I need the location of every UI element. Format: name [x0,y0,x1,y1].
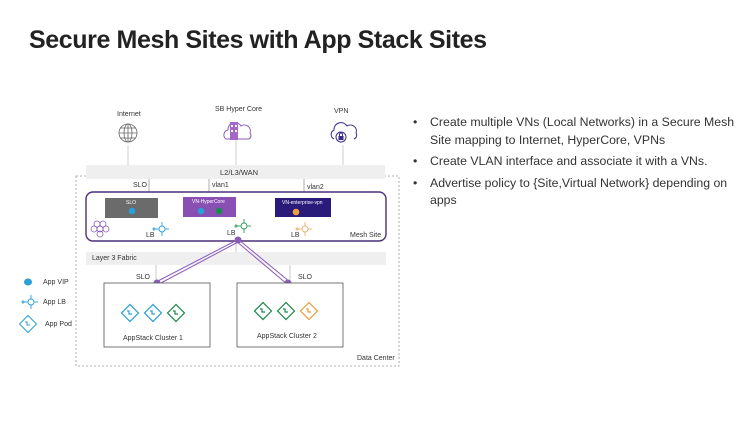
bullet-list: • Create multiple VNs (Local Networks) in… [413,114,748,214]
wan-bar-label: L2/L3/WAN [220,168,259,177]
app-vip-icon [197,207,205,215]
bullet-text: Create multiple VNs (Local Networks) in … [430,115,735,147]
mesh-site-label: Mesh Site [350,232,382,239]
app-lb-icon [295,222,312,236]
cloud-lock-icon [330,122,358,143]
cloud-building-icon [223,122,252,140]
app-pod-icon [276,301,296,321]
vlan2-label: vlan2 [307,184,324,191]
app-vip-icon [215,207,223,215]
app-vip-icon [24,278,32,286]
legend-app-pod: App Pod [45,321,72,328]
bullet-marker: • [413,175,418,190]
lb-label: LB [227,230,236,237]
bullet-item: • Advertise policy to {Site,Virtual Netwo… [413,175,748,210]
cluster2-label: AppStack Cluster 2 [257,333,317,340]
app-pod-icon [166,303,186,323]
bullet-text: Advertise policy to {Site,Virtual Networ… [430,175,728,208]
app-lb-icon [234,219,251,233]
app-lb-icon [152,222,169,236]
cluster1-slo-label: SLO [136,274,151,281]
site-cluster-icon [90,220,110,238]
appstack-cluster-1-box [103,282,211,348]
app-pod-icon [299,301,319,321]
vlan1-label: vlan1 [212,182,229,189]
app-vip-icon [292,208,300,216]
internet-label: Internet [117,111,141,118]
cluster1-label: AppStack Cluster 1 [123,335,183,342]
lb-label: LB [291,232,300,239]
bullet-marker: • [413,115,418,129]
app-vip-icon [128,207,136,215]
network-vn-hypercore-label: VN-HyperCore [192,199,225,205]
hypercore-label: SB Hyper Core [215,106,263,113]
globe-icon [118,123,138,143]
legend-app-vip: App VIP [43,279,69,286]
bullet-item: • Create VLAN interface and associate it … [413,153,748,171]
slo-link-label: SLO [133,182,148,189]
link-node [234,236,242,244]
vpn-label: VPN [334,108,349,115]
app-pod-icon [143,303,163,323]
lb-label: LB [146,232,155,239]
cluster2-slo-label: SLO [298,274,313,281]
bullet-marker: • [413,154,418,168]
app-lb-icon [21,295,38,309]
app-pod-icon [18,314,38,334]
app-pod-icon [253,301,273,321]
wan-bar [86,165,385,179]
slide-title: Secure Mesh Sites with App Stack Sites [29,26,487,54]
network-vn-hypercore [183,197,236,217]
network-slo-label: SLO [126,200,137,206]
bullet-item: • Create multiple VNs (Local Networks) in… [413,114,748,149]
layer3-fabric-bar [86,252,386,265]
legend-app-lb: App LB [43,299,66,306]
layer3-fabric-label: Layer 3 Fabric [92,255,137,262]
bullet-text: Create VLAN interface and associate it w… [430,154,708,168]
network-vn-enterprise-vpn [275,198,331,217]
app-pod-icon [120,303,140,323]
data-center-label: Data Center [357,355,395,362]
mesh-to-cluster-links [155,239,291,285]
network-vn-enterprise-vpn-label: VN-enterprise-vpn [282,200,323,206]
